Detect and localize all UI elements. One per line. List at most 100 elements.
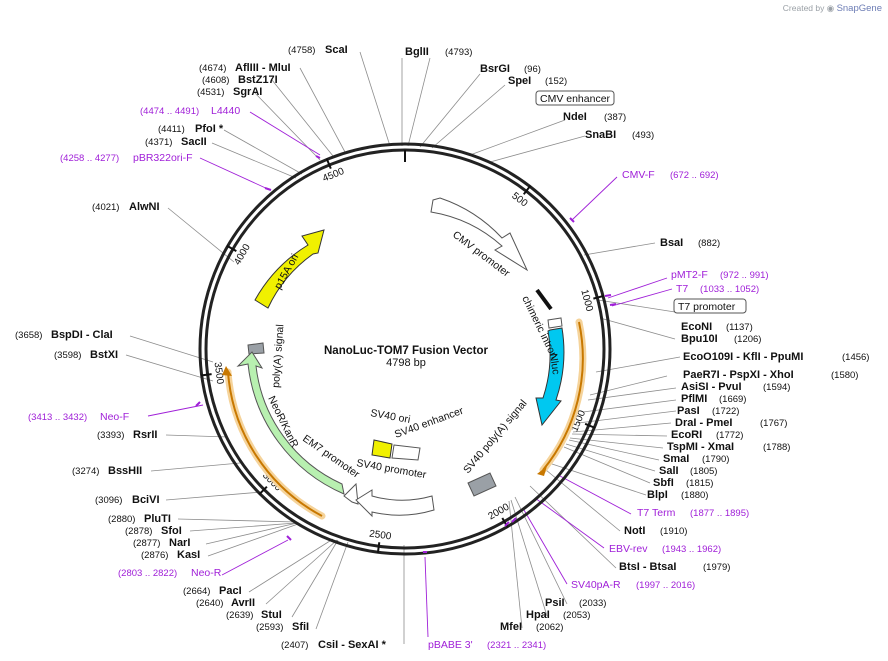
enzyme-tspmi-pos: (1788) — [763, 442, 790, 453]
enzyme-smai[interactable]: SmaI — [663, 453, 689, 465]
primer-pmt2-f[interactable]: pMT2-F — [671, 269, 708, 281]
enzyme-econi[interactable]: EcoNI — [681, 321, 712, 333]
enzyme-bspdi[interactable]: BspDI - ClaI — [51, 329, 113, 341]
primer-labels: CMV-F (672 .. 692) pMT2-F (972 .. 991) T… — [28, 105, 769, 651]
enzyme-econi-pos: (1137) — [726, 322, 753, 333]
enzyme-drai[interactable]: DraI - PmeI — [675, 417, 732, 429]
primer-ebv-rev[interactable]: EBV-rev — [609, 543, 648, 555]
enzyme-tspmi[interactable]: TspMI - XmaI — [667, 441, 734, 453]
feature-neor-kanr[interactable] — [236, 351, 345, 495]
feature-polya-signal[interactable] — [247, 342, 265, 355]
enzyme-snabi[interactable]: SnaBI — [585, 129, 616, 141]
enzyme-noti[interactable]: NotI — [624, 525, 645, 537]
enzyme-hpai[interactable]: HpaI — [526, 609, 550, 621]
primer-sv40pa-r[interactable]: SV40pA-R — [571, 579, 621, 591]
enzyme-bsai[interactable]: BsaI — [660, 237, 683, 249]
orf-neor — [227, 371, 323, 517]
label-sv40-ori: SV40 ori — [369, 407, 411, 426]
primer-cmv-f[interactable]: CMV-F — [622, 169, 655, 181]
enzyme-asisi[interactable]: AsiSI - PvuI — [681, 381, 742, 393]
tick-label: 1000 — [578, 288, 594, 313]
enzyme-rsrii[interactable]: RsrII — [133, 429, 157, 441]
enzyme-bsrgi[interactable]: BsrGI — [480, 63, 510, 75]
enzyme-pflmi[interactable]: PflMI — [681, 393, 707, 405]
cmv-enhancer-box — [535, 90, 615, 106]
enzyme-sali[interactable]: SalI — [659, 465, 679, 477]
enzyme-bpu10i[interactable]: Bpu10I — [681, 333, 718, 345]
enzyme-pluti-pos: (2880) — [108, 514, 135, 525]
feature-cmv-promoter[interactable] — [430, 197, 529, 272]
enzyme-btsi[interactable]: BtsI - BtsaI — [619, 561, 676, 573]
enzyme-pfoi[interactable]: PfoI * — [195, 123, 224, 135]
orf-arrowhead-neor — [222, 366, 232, 376]
feature-p15a-ori[interactable] — [254, 229, 325, 309]
enzyme-alwni[interactable]: AlwNI — [129, 201, 160, 213]
enzyme-bglii[interactable]: BglII — [405, 46, 429, 58]
enzyme-sacii[interactable]: SacII — [181, 136, 207, 148]
label-sv40-promoter: SV40 promoter — [355, 457, 427, 481]
tick-label: 3500 — [212, 361, 226, 385]
primer-pbabe-3[interactable]: pBABE 3' — [428, 639, 473, 651]
enzyme-sfii-pos: (2593) — [256, 622, 283, 633]
enzyme-sbfi-pos: (1815) — [686, 478, 713, 489]
enzyme-bstz17i[interactable]: BstZ17I — [238, 74, 278, 86]
enzyme-ecori[interactable]: EcoRI — [671, 429, 702, 441]
feature-em7-promoter[interactable] — [343, 482, 359, 505]
enzyme-bglii-pos: (4793) — [445, 47, 472, 58]
enzyme-paer7i[interactable]: PaeR7I - PspXI - XhoI — [683, 369, 794, 381]
feature-sv40-ori[interactable] — [371, 439, 393, 459]
enzyme-psii[interactable]: PsiI — [545, 597, 565, 609]
enzyme-stui[interactable]: StuI — [261, 609, 282, 621]
primer-cmv-f-range: (672 .. 692) — [670, 170, 719, 181]
primer-t7-term-range: (1877 .. 1895) — [690, 508, 749, 519]
primer-t7-term[interactable]: T7 Term — [637, 507, 676, 519]
enzyme-ecoo109i[interactable]: EcoO109I - KflI - PpuMI — [683, 351, 803, 363]
primer-neo-r[interactable]: Neo-R — [191, 567, 222, 579]
enzyme-blpi[interactable]: BlpI — [647, 489, 668, 501]
enzyme-pflmi-pos: (1669) — [719, 394, 746, 405]
feature-nluc[interactable] — [535, 327, 565, 427]
snapgene-logo-icon: ◉ — [826, 3, 835, 13]
enzyme-spei[interactable]: SpeI — [508, 75, 531, 87]
snapgene-credit: Created by ◉ SnapGene — [783, 3, 882, 14]
primer-neo-f[interactable]: Neo-F — [100, 411, 129, 423]
enzyme-kasi[interactable]: KasI — [177, 549, 200, 561]
primer-neo-f-range: (3413 .. 3432) — [28, 412, 87, 423]
primer-neo-r-range: (2803 .. 2822) — [118, 568, 177, 579]
feature-sv40-enhancer[interactable] — [391, 444, 421, 461]
enzyme-bsshii[interactable]: BssHII — [108, 465, 142, 477]
primer-pbr322ori-f[interactable]: pBR322ori-F — [133, 152, 193, 164]
enzyme-paci[interactable]: PacI — [219, 585, 242, 597]
feature-chimeric-intron[interactable] — [547, 317, 563, 329]
enzyme-sfoi[interactable]: SfoI — [161, 525, 182, 537]
enzyme-ndei[interactable]: NdeI — [563, 111, 587, 123]
enzyme-scai[interactable]: ScaI — [325, 44, 348, 56]
feature-sv40-polya[interactable] — [467, 472, 497, 497]
enzyme-nari[interactable]: NarI — [169, 537, 190, 549]
enzyme-ecori-pos: (1772) — [716, 430, 743, 441]
enzyme-pfoi-pos: (4411) — [158, 124, 185, 135]
primer-t7[interactable]: T7 — [676, 283, 688, 295]
enzyme-sgrai[interactable]: SgrAI — [233, 86, 262, 98]
enzyme-mfei[interactable]: MfeI — [500, 621, 522, 633]
label-sv40-polya: SV40 poly(A) signal — [461, 398, 529, 476]
feature-sv40-promoter[interactable] — [355, 489, 435, 518]
enzyme-csii-pos: (2407) — [281, 640, 308, 651]
primer-l4440[interactable]: L4440 — [211, 105, 240, 117]
enzyme-hpai-pos: (2053) — [563, 610, 590, 621]
enzyme-pluti[interactable]: PluTI — [144, 513, 171, 525]
primer-pbabe-3-range: (2321 .. 2341) — [487, 640, 546, 651]
primer-t7-range: (1033 .. 1052) — [700, 284, 759, 295]
enzyme-bstxi[interactable]: BstXI — [90, 349, 118, 361]
enzyme-afliii[interactable]: AflIII - MluI — [235, 62, 291, 74]
credit-brand: SnapGene — [836, 3, 882, 14]
tick-mark — [584, 422, 596, 429]
enzyme-sfii[interactable]: SfiI — [292, 621, 309, 633]
enzyme-psii-pos: (2033) — [579, 598, 606, 609]
enzyme-avrii[interactable]: AvrII — [231, 597, 255, 609]
enzyme-bspdi-pos: (3658) — [15, 330, 42, 341]
enzyme-csii[interactable]: CsiI - SexAI * — [318, 639, 387, 651]
enzyme-pasi[interactable]: PasI — [677, 405, 700, 417]
enzyme-bcivi[interactable]: BciVI — [132, 494, 160, 506]
enzyme-sbfi[interactable]: SbfI — [653, 477, 674, 489]
